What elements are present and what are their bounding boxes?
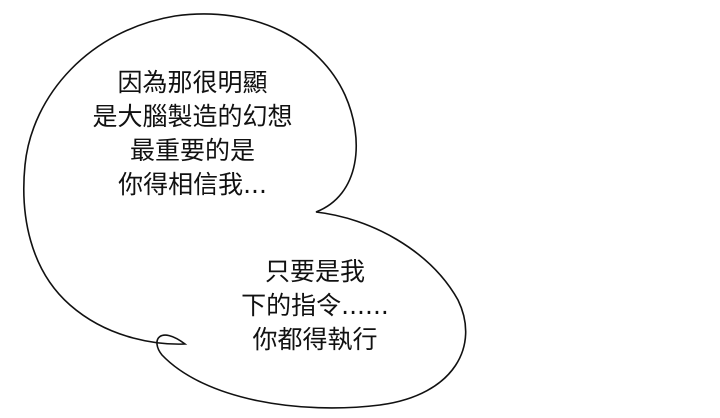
bubble-line: 最重要的是 bbox=[129, 136, 255, 165]
bubble-line: 只要是我 bbox=[264, 257, 365, 286]
speech-bubble-top-text: 因為那很明顯 是大腦製造的幻想 最重要的是 你得相信我... bbox=[60, 66, 325, 202]
bubble-line: 下的指令...... bbox=[241, 291, 389, 320]
bubble-line: 是大腦製造的幻想 bbox=[92, 102, 293, 131]
bubble-line: 你得相信我... bbox=[118, 170, 267, 199]
bubble-line: 你都得執行 bbox=[252, 325, 378, 354]
bubble-line: 因為那很明顯 bbox=[117, 68, 268, 97]
speech-bubble-bottom-text: 只要是我 下的指令...... 你都得執行 bbox=[215, 255, 415, 357]
